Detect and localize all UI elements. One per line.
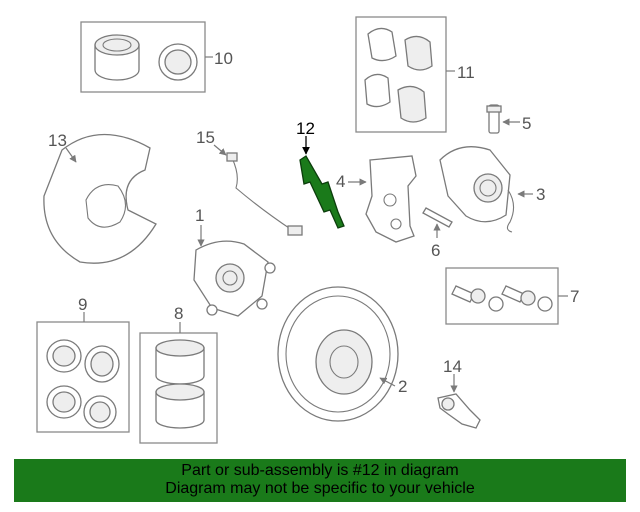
callout-11: 11: [457, 63, 475, 82]
callout-15: 15: [196, 128, 215, 147]
callout-7: 7: [570, 287, 579, 306]
part-14-abs-sensor[interactable]: [437, 374, 481, 429]
callout-4: 4: [336, 172, 345, 191]
part-7-boot-kit[interactable]: [445, 267, 568, 325]
part-10-piston-kit[interactable]: [80, 21, 213, 93]
part-8-box: [139, 332, 218, 444]
part-11-box: [355, 16, 447, 133]
callout-12: 12: [296, 119, 315, 138]
part-8-pistons[interactable]: [139, 322, 218, 444]
callout-3: 3: [536, 185, 545, 204]
callout-6: 6: [431, 241, 440, 260]
part-11-brake-pads[interactable]: [355, 16, 455, 133]
callout-13: 13: [48, 131, 67, 150]
callout-14: 14: [443, 357, 462, 376]
callout-1: 1: [195, 206, 204, 225]
part-2-brake-rotor[interactable]: [277, 286, 399, 422]
part-5-bleeder-screw[interactable]: [486, 104, 520, 134]
part-9-seals[interactable]: [36, 312, 130, 433]
callout-5: 5: [522, 114, 531, 133]
part-15-brake-hose[interactable]: [213, 144, 303, 236]
part-2-leader: [379, 377, 396, 387]
part-3-caliper[interactable]: [439, 146, 533, 233]
part-4-caliper-bracket[interactable]: [348, 155, 417, 243]
part-15-leader: [213, 144, 227, 156]
callout-2: 2: [398, 377, 407, 396]
banner-line-2: Diagram may not be specific to your vehi…: [165, 480, 475, 497]
part-9-box: [36, 321, 130, 433]
callout-9: 9: [78, 295, 87, 314]
part-1-wheel-hub[interactable]: [193, 225, 276, 317]
banner-line-1: Part or sub-assembly is #12 in diagram: [181, 462, 459, 479]
part-13-leader: [65, 147, 77, 163]
info-banner: Part or sub-assembly is #12 in diagram D…: [14, 459, 626, 502]
callout-10: 10: [214, 49, 233, 68]
part-12-pad-hardware[interactable]: [299, 136, 345, 229]
part-13-dust-shield[interactable]: [43, 133, 157, 264]
part-6-guide-pin[interactable]: [422, 207, 453, 238]
callout-8: 8: [174, 304, 183, 323]
